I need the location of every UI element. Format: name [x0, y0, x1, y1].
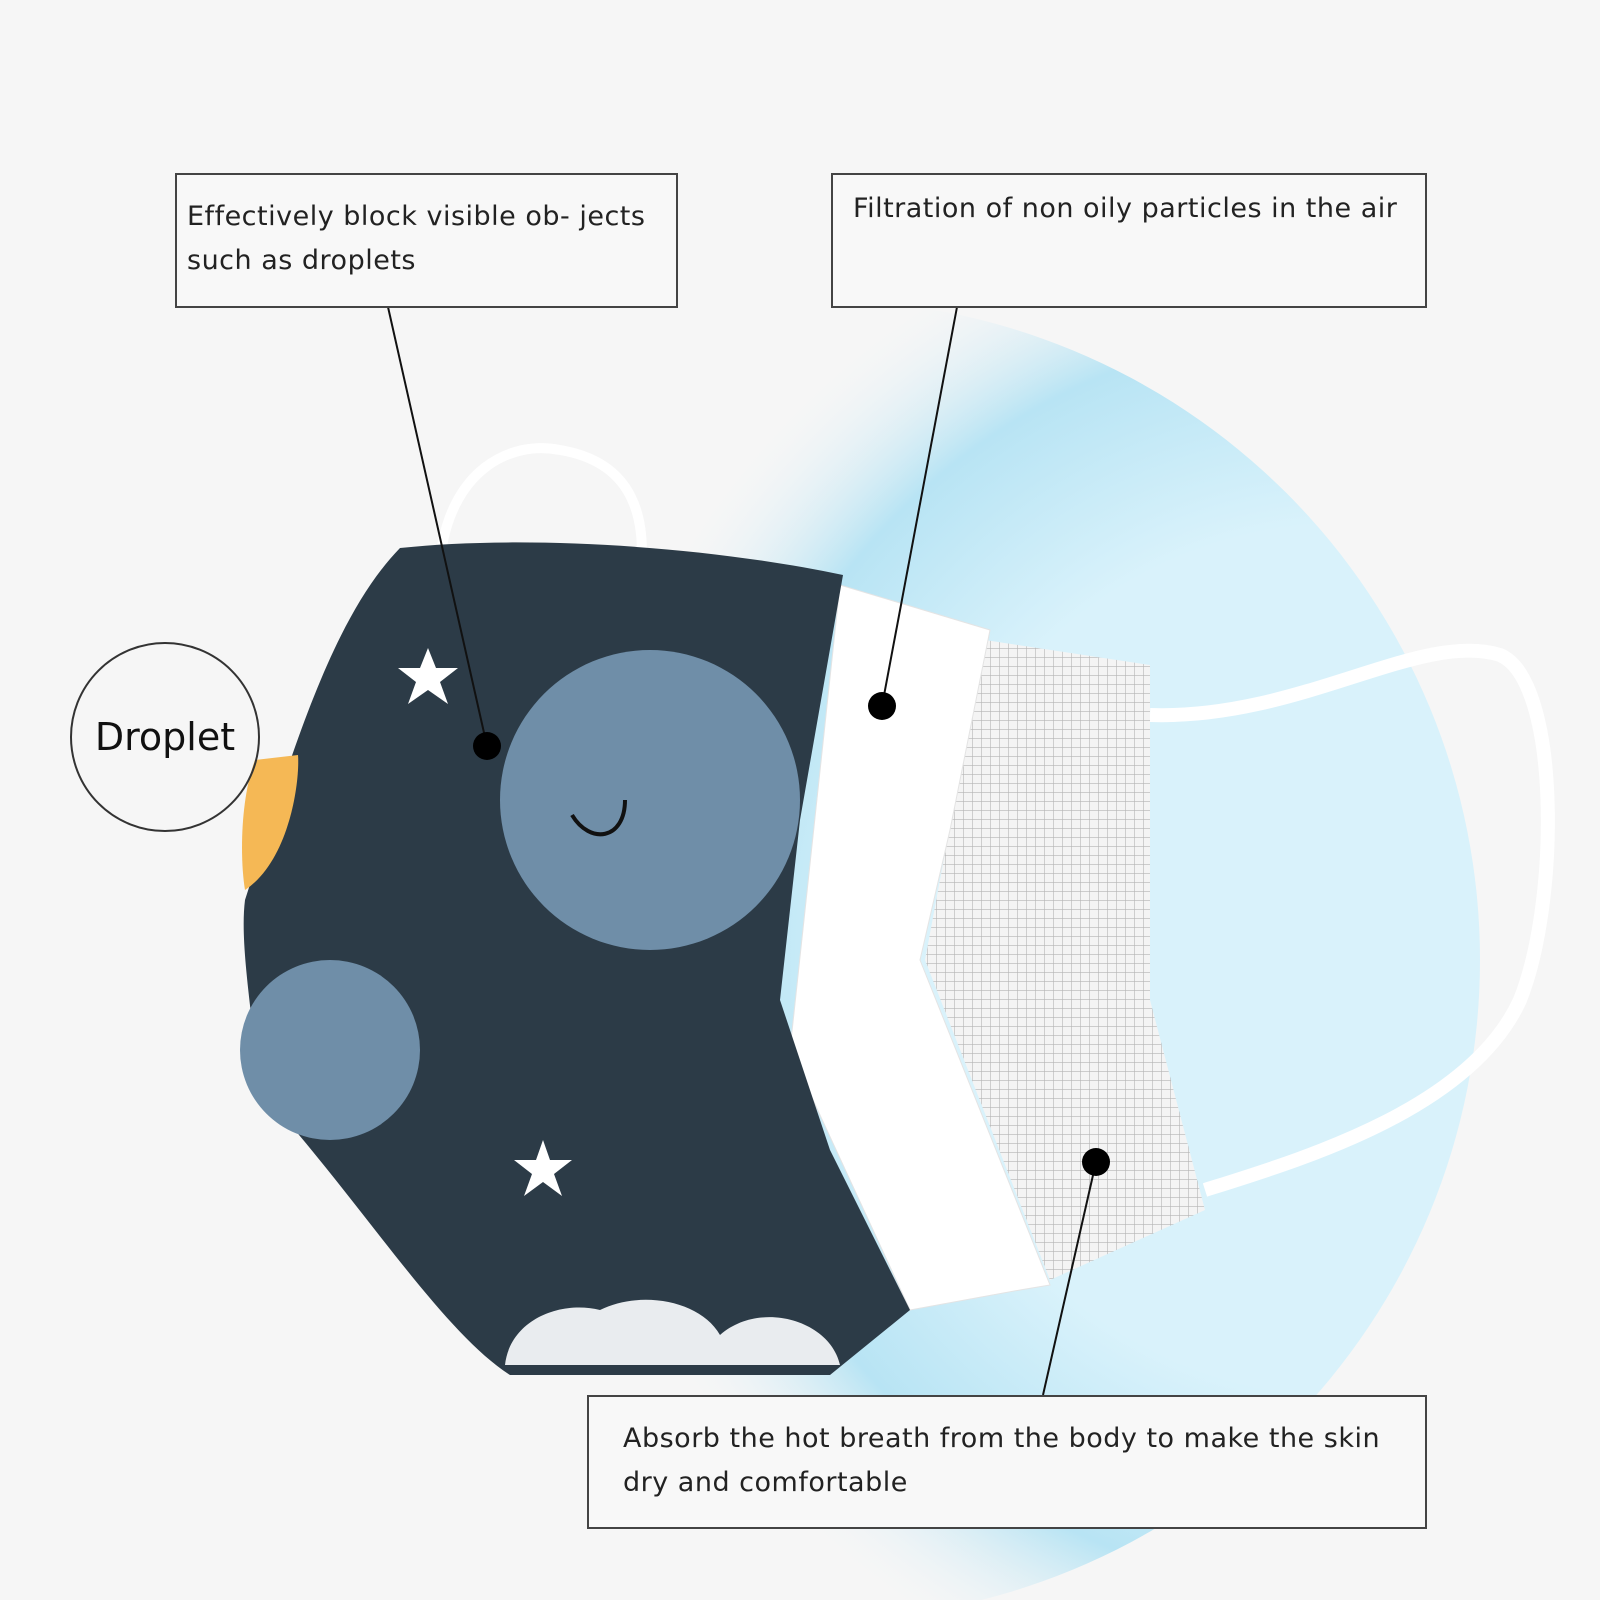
callout-lines: [387, 306, 1097, 1396]
smile-graphic: [570, 799, 627, 837]
callout-filtration: Filtration of non oily particles in the …: [831, 173, 1427, 308]
left-ear-loop: [435, 443, 647, 581]
callout-text: Effectively block visible ob- jects such…: [187, 201, 646, 276]
mesh-layer: [925, 640, 1205, 1280]
planet-graphic: [500, 650, 800, 950]
star-icons: [398, 648, 572, 1196]
droplet-label: Droplet: [70, 642, 260, 832]
callout-absorb: Absorb the hot breath from the body to m…: [587, 1395, 1427, 1529]
callout-droplet-block: Effectively block visible ob- jects such…: [175, 173, 678, 308]
droplet-text: Droplet: [94, 715, 236, 759]
right-ear-loop: [1149, 643, 1555, 1197]
callout-dots: [473, 692, 1110, 1176]
callout-text: Absorb the hot breath from the body to m…: [623, 1423, 1381, 1498]
planet-graphic: [240, 960, 420, 1140]
moon-graphic: [242, 755, 299, 890]
callout-text: Filtration of non oily particles in the …: [853, 193, 1398, 224]
inner-white-layer: [789, 584, 1051, 1311]
cloud-graphic: [505, 1299, 840, 1365]
